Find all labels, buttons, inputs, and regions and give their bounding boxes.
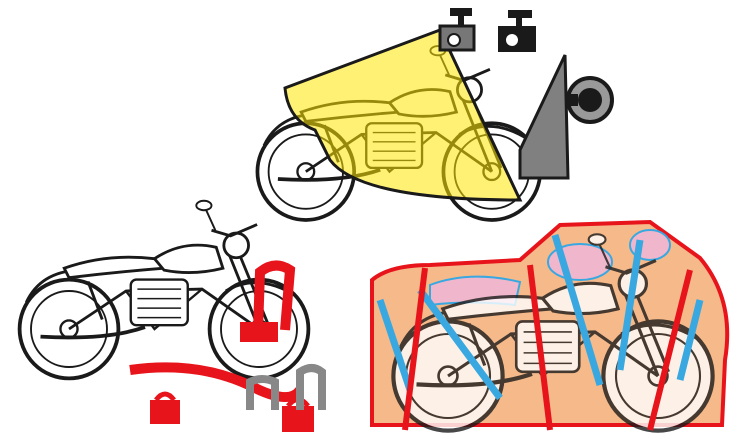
u-lock-body [240,322,278,342]
tie-down-strap-icon [376,233,704,401]
chain-icon [129,362,305,402]
scene-strapped-cover [370,219,730,431]
security-camera-icon [438,8,476,52]
security-camera-icon [498,10,536,52]
motion-sensor-icon [566,76,614,124]
u-lock-icon [253,260,296,331]
scene-camera-security [255,8,614,222]
wall-mount [518,54,570,180]
scene-chain-lock [17,198,326,432]
ground-anchor-icon [246,364,326,410]
padlock-icon [150,391,180,424]
tie-down-strap-icon [402,264,693,431]
motorcycle-drawing [17,198,311,381]
camera-view-area [283,28,523,202]
